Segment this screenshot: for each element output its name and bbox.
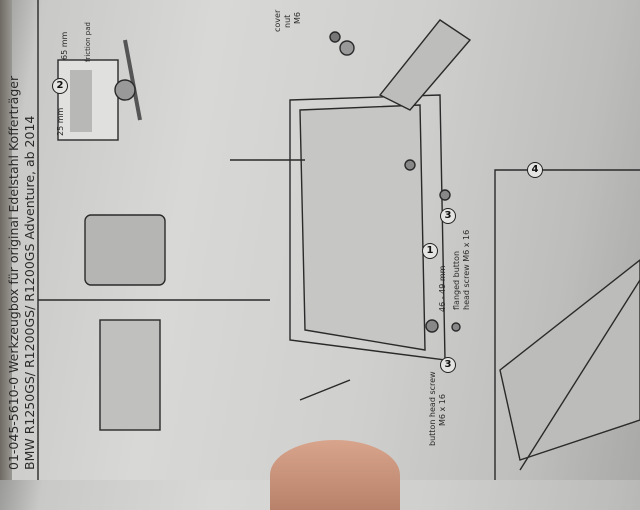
flanged-screw-l2: head screw M6 x 16	[462, 229, 471, 310]
instruction-drawing	[37, 0, 640, 480]
hand	[270, 440, 400, 510]
title-line1: 01-045-5610-0 Werkzeugbox für original E…	[6, 75, 21, 470]
step-3-marker: 3	[440, 357, 456, 373]
step-4-marker: 4	[527, 162, 543, 178]
step-2-marker: 2	[52, 78, 68, 94]
bracket	[84, 214, 166, 286]
cover-label: cover	[273, 9, 282, 32]
step-1-marker: 1	[422, 243, 438, 259]
toolbox	[299, 104, 426, 351]
length-25: 25 mm	[56, 107, 65, 136]
button-screw-l2: M6 x 16	[438, 394, 447, 426]
flanged-screw-l1: flanged button	[452, 250, 461, 310]
step-3-marker: 3	[440, 208, 456, 224]
clamp	[99, 319, 161, 431]
nut-label: nut	[283, 14, 292, 28]
measure-label: 46 - 49 mm	[438, 265, 447, 312]
lid	[378, 19, 472, 111]
detail-panel	[494, 169, 640, 480]
friction-pad-label: friction pad	[84, 22, 92, 62]
table-edge	[0, 0, 12, 480]
button-screw-l1: button head screw	[428, 371, 437, 446]
m6-label: M6	[293, 12, 302, 24]
title-line2: BMW R1250GS/ R1200GS/ R1200GS Adventure,…	[22, 115, 37, 470]
length-65: 65 mm	[60, 31, 69, 60]
